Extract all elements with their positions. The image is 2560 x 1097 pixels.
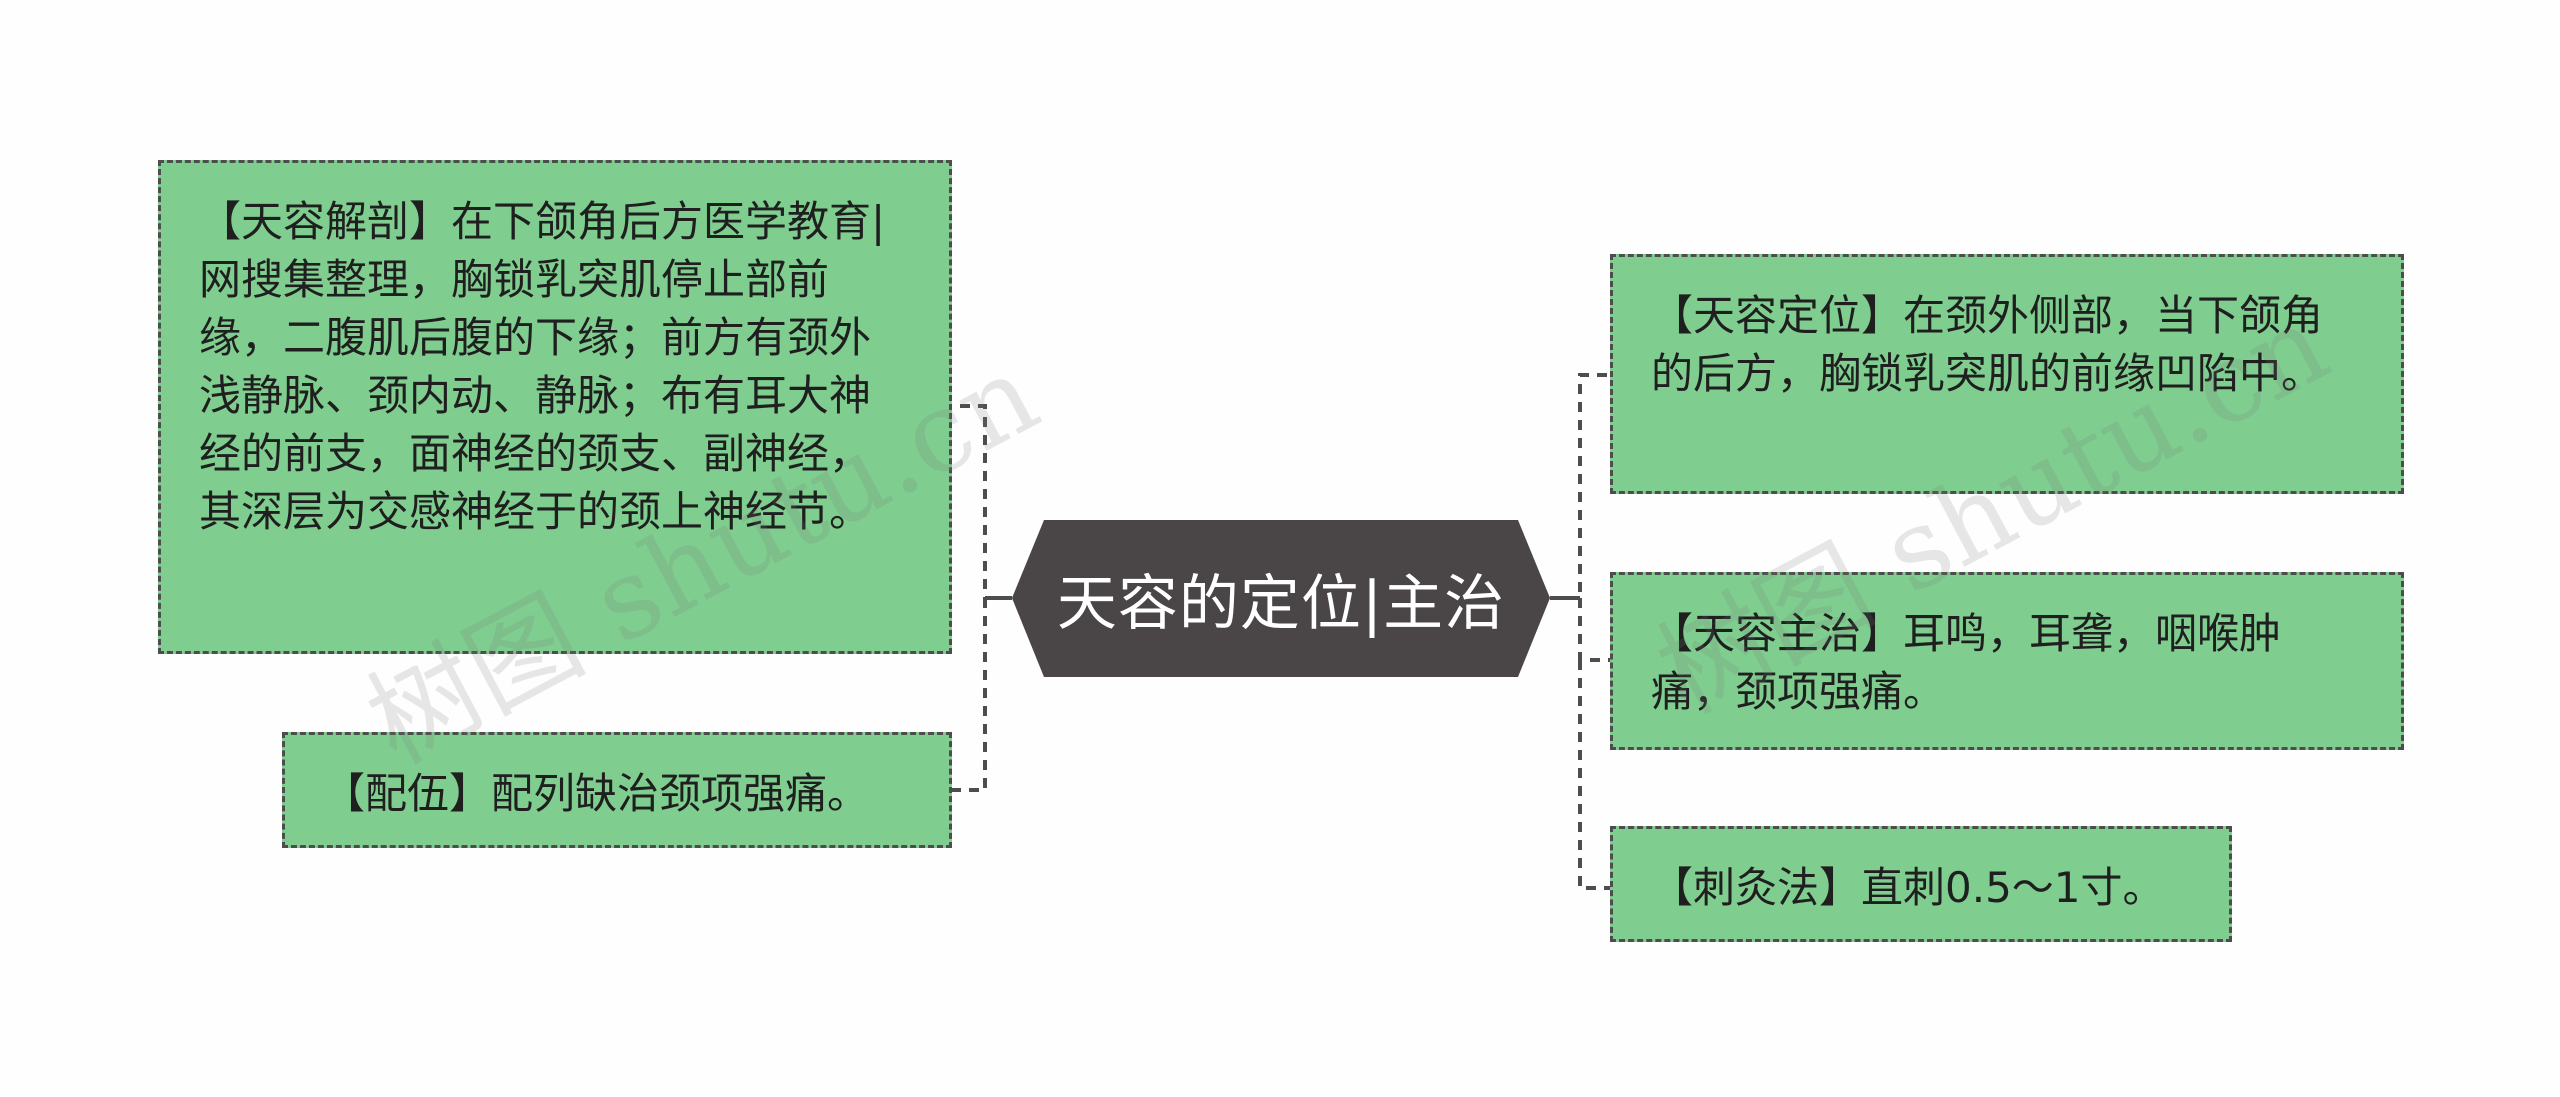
connector-left-node2 [952, 598, 987, 792]
center-topic-label: 天容的定位|主治 [1056, 569, 1506, 639]
center-hexagon-shape [1012, 520, 1550, 677]
connector-right-node3 [1578, 660, 1610, 890]
connector-right-trunk [1550, 373, 1610, 600]
left-node-anatomy[interactable]: 【天容解剖】在下颌角后方医学教育|网搜集整理，胸锁乳突肌停止部前缘，二腹肌后腹的… [158, 160, 952, 654]
right-node-location[interactable]: 【天容定位】在颈外侧部，当下颌角的后方，胸锁乳突肌的前缘凹陷中。 [1610, 254, 2404, 494]
right-node-needling[interactable]: 【刺灸法】直刺0.5～1寸。 [1610, 826, 2232, 942]
right-node-indications[interactable]: 【天容主治】耳鸣，耳聋，咽喉肿痛，颈项强痛。 [1610, 572, 2404, 750]
connector-right-node2 [1578, 598, 1610, 662]
center-topic[interactable]: 天容的定位|主治 [1012, 520, 1550, 677]
left-node-combination[interactable]: 【配伍】配列缺治颈项强痛。 [282, 732, 952, 848]
connector-left-trunk [952, 404, 1012, 600]
